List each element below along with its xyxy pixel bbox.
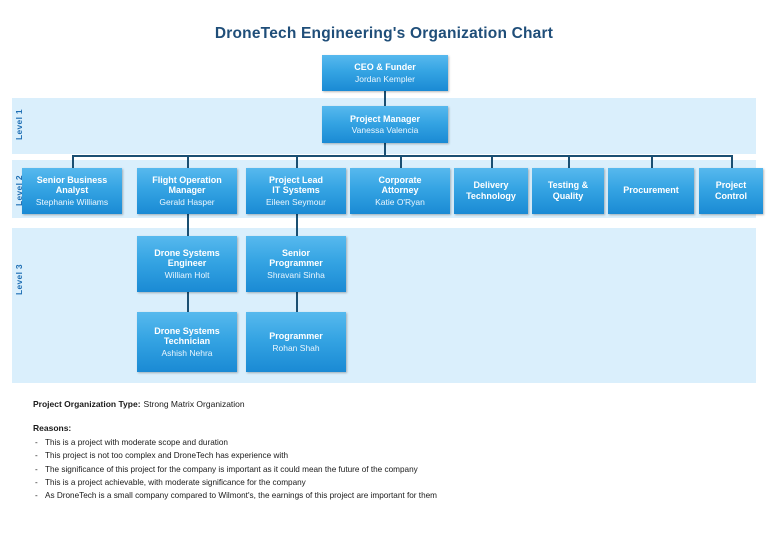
connector-itlead-to-senior-programmer [296, 214, 298, 236]
org-node-title: Procurement [623, 185, 679, 196]
org-node-programmer[interactable]: Programmer Rohan Shah [246, 312, 346, 372]
reason-item: As DroneTech is a small company compared… [33, 489, 733, 503]
org-node-corporate-attorney[interactable]: Corporate Attorney Katie O'Ryan [350, 168, 450, 214]
reason-item: This is a project achievable, with moder… [33, 476, 733, 490]
connector-pm-down [384, 143, 386, 156]
connector-drop-1 [72, 155, 74, 168]
org-node-title: Senior Business Analyst [36, 174, 108, 196]
org-node-name: Shravani Sinha [267, 270, 325, 281]
org-node-name: Vanessa Valencia [351, 125, 419, 136]
org-node-title: Project Manager [349, 113, 421, 124]
org-node-title: Corporate Attorney [378, 174, 422, 196]
org-node-name: Rohan Shah [272, 342, 320, 353]
connector-drop-7 [651, 155, 653, 168]
org-node-name: Jordan Kempler [354, 73, 415, 84]
org-node-title: Drone Systems Engineer [154, 247, 220, 269]
org-node-title: Programmer [269, 331, 323, 342]
org-node-drone-systems-technician[interactable]: Drone Systems Technician Ashish Nehra [137, 312, 237, 372]
connector-drop-6 [568, 155, 570, 168]
org-node-delivery-technology[interactable]: Delivery Technology [454, 168, 528, 214]
reasons-heading: Reasons: [33, 423, 72, 433]
org-node-flight-operation-manager[interactable]: Flight Operation Manager Gerald Hasper [137, 168, 237, 214]
connector-ceo-to-pm [384, 91, 386, 106]
org-node-name: Katie O'Ryan [375, 197, 425, 208]
org-node-name: Gerald Hasper [159, 197, 215, 208]
org-node-name: Eileen Seymour [265, 197, 326, 208]
org-node-title: Testing & Quality [547, 179, 589, 201]
page-title: DroneTech Engineering's Organization Cha… [214, 25, 554, 42]
level-1-label: Level 1 [14, 109, 24, 140]
project-organization-type: Project Organization Type:Strong Matrix … [33, 399, 733, 409]
level-3-band [12, 228, 756, 383]
org-node-title: CEO & Funder [354, 62, 416, 73]
reasons-list: This is a project with moderate scope an… [33, 436, 733, 503]
footer-notes: Project Organization Type:Strong Matrix … [33, 399, 733, 503]
org-node-senior-programmer[interactable]: Senior Programmer Shravani Sinha [246, 236, 346, 292]
reason-item: This project is not too complex and Dron… [33, 449, 733, 463]
org-type-label: Project Organization Type: [33, 399, 141, 409]
connector-engineer-to-technician [187, 292, 189, 312]
org-node-procurement[interactable]: Procurement [608, 168, 694, 214]
org-type-value: Strong Matrix Organization [143, 399, 245, 409]
org-node-project-control[interactable]: Project Control [699, 168, 763, 214]
org-node-ceo[interactable]: CEO & Funder Jordan Kempler [322, 55, 448, 91]
connector-drop-5 [491, 155, 493, 168]
connector-drop-3 [296, 155, 298, 168]
org-node-title: Drone Systems Technician [154, 325, 220, 347]
org-node-name: Ashish Nehra [161, 348, 213, 359]
org-node-drone-systems-engineer[interactable]: Drone Systems Engineer William Holt [137, 236, 237, 292]
level-3-label: Level 3 [14, 264, 24, 295]
org-node-testing-quality[interactable]: Testing & Quality [532, 168, 604, 214]
org-node-senior-business-analyst[interactable]: Senior Business Analyst Stephanie Willia… [22, 168, 122, 214]
org-node-title: Delivery Technology [466, 179, 516, 201]
connector-drop-2 [187, 155, 189, 168]
org-node-project-lead-it-systems[interactable]: Project Lead IT Systems Eileen Seymour [246, 168, 346, 214]
connector-drop-4 [400, 155, 402, 168]
reason-item: The significance of this project for the… [33, 463, 733, 477]
connector-drop-8 [731, 155, 733, 168]
org-node-name: Stephanie Williams [35, 197, 109, 208]
org-node-project-manager[interactable]: Project Manager Vanessa Valencia [322, 106, 448, 143]
org-node-name: William Holt [164, 270, 210, 281]
connector-senior-programmer-to-programmer [296, 292, 298, 312]
connector-flightops-to-engineer [187, 214, 189, 236]
org-node-title: Senior Programmer [269, 247, 323, 269]
org-node-title: Flight Operation Manager [152, 174, 222, 196]
org-node-title: Project Control [715, 179, 747, 201]
reason-item: This is a project with moderate scope an… [33, 436, 733, 450]
org-node-title: Project Lead IT Systems [268, 174, 324, 196]
